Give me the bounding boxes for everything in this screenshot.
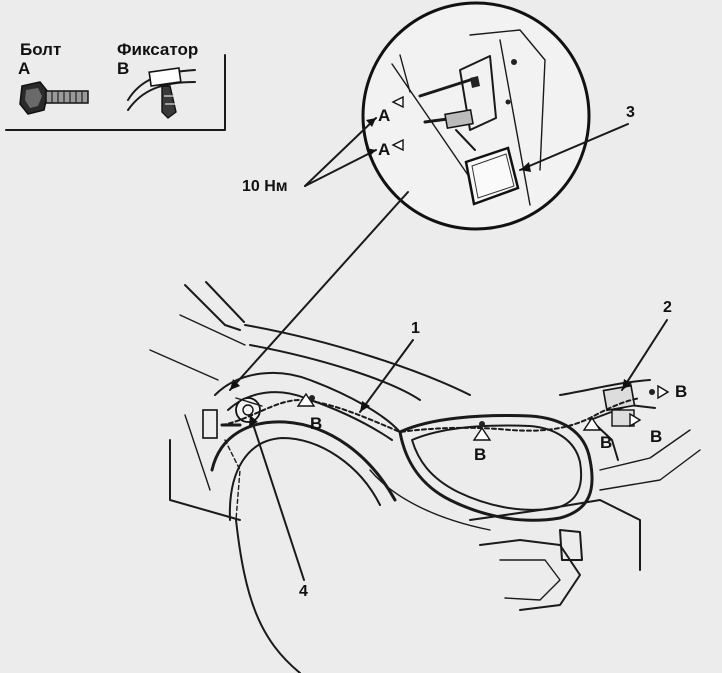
wiring-harness bbox=[221, 397, 641, 433]
car-body bbox=[149, 281, 701, 673]
legend-frame bbox=[5, 54, 226, 131]
marker-b-upper-right: B bbox=[675, 382, 687, 401]
callout-1: 1 bbox=[411, 320, 420, 337]
legend-bolt-letter: A bbox=[18, 59, 30, 78]
marker-a-lower: A bbox=[378, 140, 390, 159]
marker-b-lower-right-1: B bbox=[600, 433, 612, 452]
callout-4: 4 bbox=[299, 583, 308, 600]
torque-leader-upper bbox=[304, 117, 377, 187]
part-4-mount bbox=[202, 397, 263, 439]
clip-icon bbox=[127, 67, 196, 119]
legend-clip-title: Фиксатор bbox=[117, 40, 198, 59]
callout-2: 2 bbox=[663, 299, 672, 316]
detail-circle: A A bbox=[361, 1, 591, 231]
part-3-grommet bbox=[464, 146, 520, 206]
marker-b-left: B bbox=[310, 414, 322, 433]
marker-a-upper: A bbox=[378, 106, 390, 125]
clip-markers: B B B B B bbox=[296, 382, 687, 464]
detail-leader bbox=[229, 191, 409, 391]
marker-b-center: B bbox=[474, 445, 486, 464]
torque-label: 10 Нм bbox=[242, 178, 288, 195]
bolt-icon bbox=[19, 81, 89, 115]
legend-clip-letter: B bbox=[117, 59, 129, 78]
legend-bolt-title: Болт bbox=[20, 40, 61, 59]
legend: Болт A Фиксатор B bbox=[5, 40, 226, 131]
torque-leader-lower bbox=[304, 149, 377, 187]
callout-3: 3 bbox=[626, 104, 635, 121]
headlamp-unit bbox=[369, 414, 594, 531]
callouts: 3 1 2 4 bbox=[249, 104, 672, 600]
marker-b-lower-right-2: B bbox=[650, 427, 662, 446]
